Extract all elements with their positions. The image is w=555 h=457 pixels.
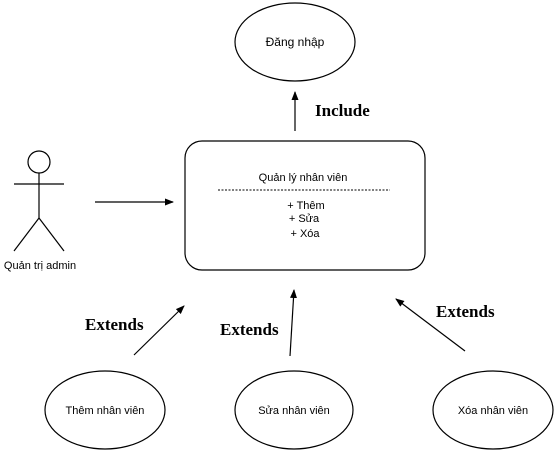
usecase-add-employee-label: Thêm nhân viên (66, 405, 145, 417)
actor-admin: Quản trị admin (4, 150, 76, 272)
extends-arrow-add (133, 305, 185, 356)
extends-arrow-edit (289, 289, 298, 357)
operation-delete: + Xóa (290, 228, 320, 240)
usecase-delete-employee: Xóa nhân viên (432, 370, 554, 450)
stick-figure-actor-icon (13, 150, 65, 252)
usecase-login-label: Đăng nhập (266, 35, 325, 49)
usecase-edit-employee: Sửa nhân viên (234, 370, 354, 450)
usecase-delete-employee-ellipse (432, 370, 554, 450)
manage-employees-title: Quản lý nhân viên (259, 172, 348, 184)
extends-label-add: Extends (85, 315, 144, 334)
actor-label: Quản trị admin (4, 260, 76, 272)
usecase-edit-employee-label: Sửa nhân viên (258, 405, 330, 417)
usecase-delete-employee-label: Xóa nhân viên (458, 405, 528, 417)
manage-employees-box (184, 140, 426, 271)
operation-edit: + Sửa (289, 213, 320, 225)
extends-label-delete: Extends (436, 302, 495, 321)
usecase-manage-employees: Quản lý nhân viên + Thêm + Sửa + Xóa (184, 140, 426, 271)
extends-arrow-delete (395, 298, 466, 352)
usecase-login-ellipse (234, 2, 356, 82)
usecase-add-employee-ellipse (44, 370, 166, 450)
usecase-add-employee: Thêm nhân viên (44, 370, 166, 450)
usecase-edit-employee-ellipse (234, 370, 354, 450)
include-label: Include (315, 101, 370, 120)
usecase-login: Đăng nhập (234, 2, 356, 82)
extends-label-edit: Extends (220, 320, 279, 339)
operation-add: + Thêm (287, 200, 324, 212)
